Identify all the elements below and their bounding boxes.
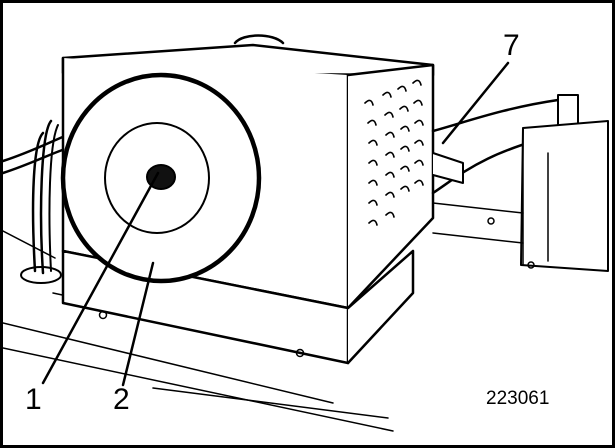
duct [431,98,560,133]
disk-plug [146,164,176,190]
floor-line [3,347,394,432]
cable [39,119,53,275]
leader-7 [441,61,510,145]
duct-clamp [432,152,464,184]
callout-7: 7 [503,29,520,62]
bolt [295,348,305,358]
side-vents [364,79,424,226]
box-base-side [346,249,415,365]
callout-2: 2 [113,383,130,416]
figure-number: 223061 [486,388,550,409]
leader-2 [121,261,155,387]
bolt [98,310,108,320]
floor-line [152,387,389,419]
leader-1 [41,171,160,385]
disk-ring [104,122,210,234]
floor-hole [20,266,62,284]
unit-drawing [3,34,609,432]
bolt [487,217,495,225]
cable [31,131,45,273]
right-stand [520,120,609,272]
box-side [346,63,435,310]
bolt [527,261,535,269]
callout-1: 1 [25,383,42,416]
left-hose [3,134,67,163]
floor-line [3,230,56,259]
left-hose [3,147,67,175]
floor-line [3,322,334,404]
cable [48,124,59,272]
top-connector [233,34,285,45]
